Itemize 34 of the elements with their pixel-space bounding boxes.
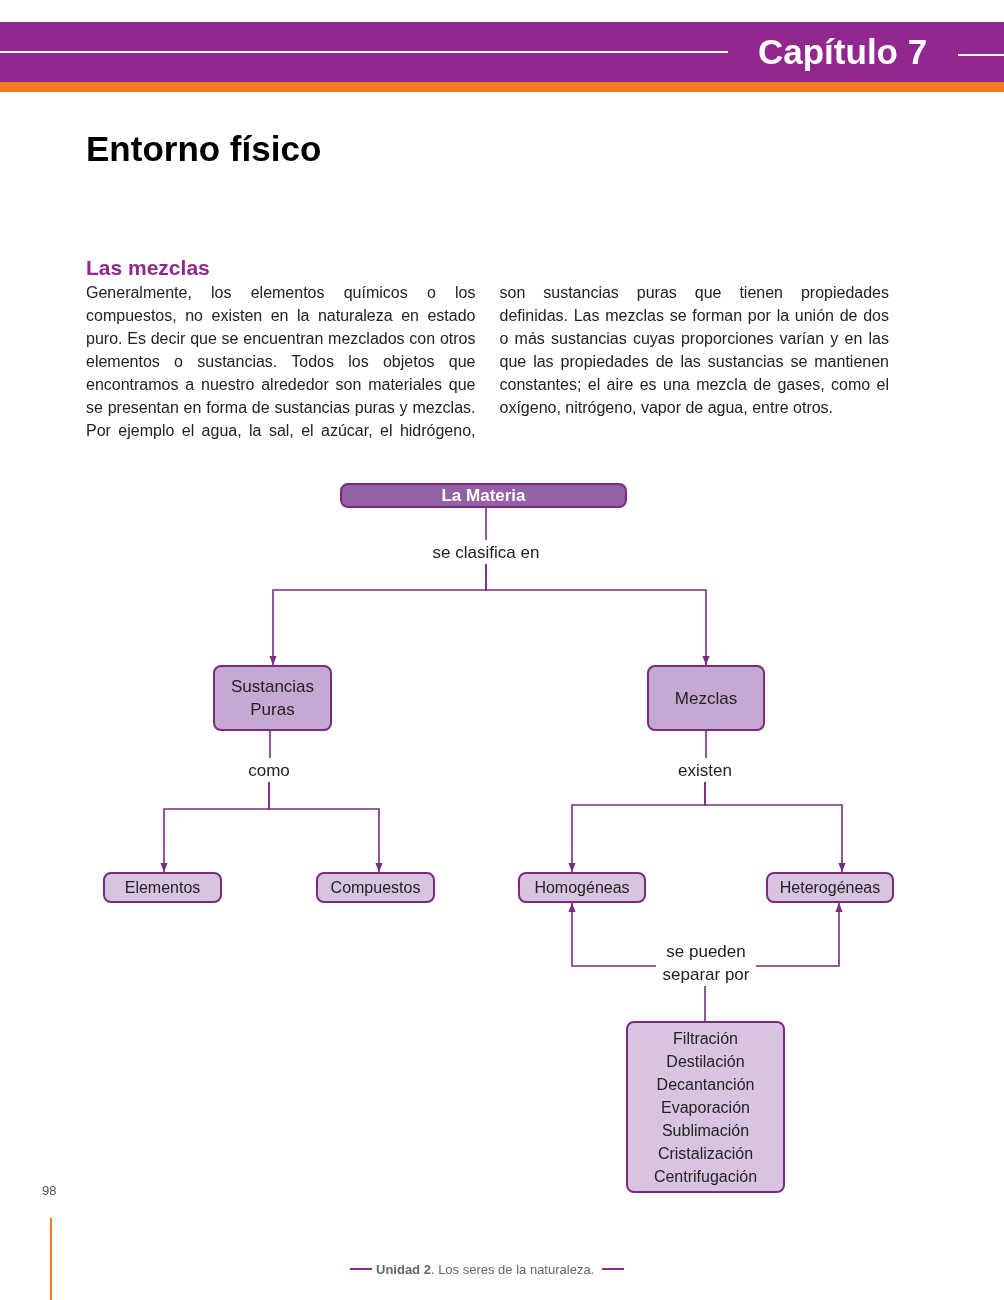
method-item: Cristalización [657,1143,754,1164]
methods-box [626,1021,785,1193]
connector-arrow [568,902,657,967]
connector-line [485,507,487,541]
connector-line [705,730,707,759]
method-item: Sublimación [661,1120,750,1141]
section-heading: Las mezclas [86,255,210,281]
concept-box: Sustancias Puras [213,665,332,731]
method-item: Decantanción [656,1074,755,1095]
method-item: Evaporación [661,1097,750,1118]
method-item: Filtración [673,1028,738,1049]
connector-arrow [755,902,843,967]
chapter-heading: Capítulo 7 [758,31,928,73]
page-title: Entorno físico [86,128,322,170]
concept-box: Compuestos [316,872,435,903]
method-item: Centrifugación [653,1166,758,1187]
page-number: 98 [42,1182,57,1200]
method-item: Destilación [666,1051,745,1072]
connector-line [269,730,271,759]
connector-line [704,985,706,1022]
linking-words: existen [665,758,745,782]
body-paragraph: Generalmente, los elementos químicos o los compuestos, no existen en la naturaleza en estado puro. Es decir que se encuentran mezclados con otros elementos o sustancias. Todos los objetos que encontramos a nuestro alrededor son materiales que se presentan en forma de sustancias puras y mezclas. Por ejemplo el agua, la sal, el azúcar, el hidrógeno, son sustancias puras que tienen propiedades definidas. Las mezclas se forman por la unión de dos o más sustancias cuyas proporciones varían y en las que las propiedades de las sustancias se mantienen constantes; el aire es una mezcla de gases, como el oxígeno, nitrógeno, vapor de agua, entre otros. [86,283,889,441]
connector-arrow [704,781,846,873]
concept-box: Heterogéneas [766,872,894,903]
footer-text: Unidad 2. Los seres de la naturaleza. [376,1261,595,1279]
linking-words: se clasifica en [420,540,552,564]
concept-box: Mezclas [647,665,765,731]
concept-box: Homogéneas [518,872,646,903]
concept-box: Elementos [103,872,222,903]
connector-arrow [268,781,383,873]
linking-words: se pueden separar por [656,940,756,986]
linking-words: como [235,758,303,782]
connector-arrow [485,563,710,666]
concept-box: La Materia [340,483,627,508]
